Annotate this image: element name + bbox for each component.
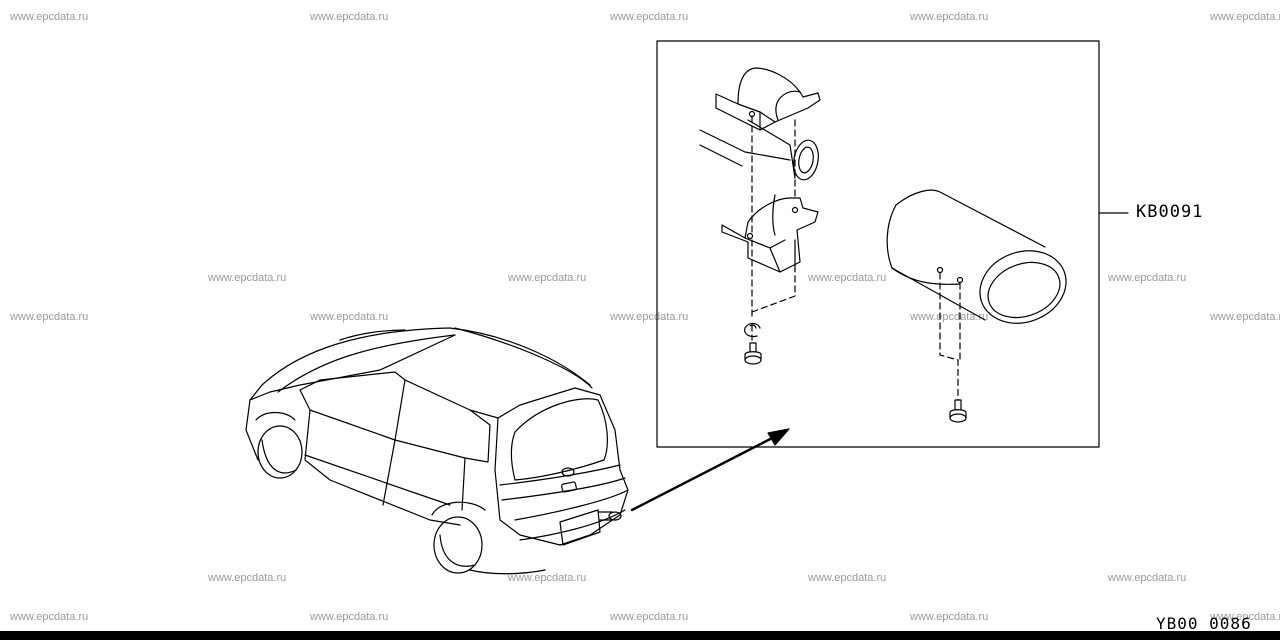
detail-frame bbox=[656, 40, 1100, 448]
watermark: www.epcdata.ru bbox=[610, 11, 689, 23]
pipe-section-part bbox=[699, 119, 819, 181]
watermark: www.epcdata.ru bbox=[1108, 272, 1187, 284]
bolt-right-icon bbox=[949, 399, 967, 423]
leader-arrow bbox=[630, 428, 790, 512]
diagram-code: YB00 0086 bbox=[1156, 614, 1252, 633]
bolt-left-icon bbox=[744, 342, 762, 365]
bottom-border-bar bbox=[0, 631, 1280, 640]
part-callout-label: KB0091 bbox=[1136, 202, 1204, 222]
clamp-upper-part bbox=[715, 67, 821, 131]
clamp-lower-part bbox=[721, 194, 819, 273]
watermark: www.epcdata.ru bbox=[310, 611, 389, 623]
watermark: www.epcdata.ru bbox=[610, 311, 689, 323]
watermark: www.epcdata.ru bbox=[508, 572, 587, 584]
watermark: www.epcdata.ru bbox=[10, 11, 89, 23]
watermark: www.epcdata.ru bbox=[208, 272, 287, 284]
watermark: www.epcdata.ru bbox=[910, 11, 989, 23]
watermark: www.epcdata.ru bbox=[10, 311, 89, 323]
exhaust-finisher-part bbox=[886, 189, 1067, 401]
watermark: www.epcdata.ru bbox=[808, 272, 887, 284]
watermark: www.epcdata.ru bbox=[1210, 311, 1280, 323]
watermark: www.epcdata.ru bbox=[1108, 572, 1187, 584]
watermark: www.epcdata.ru bbox=[310, 311, 389, 323]
watermark: www.epcdata.ru bbox=[808, 572, 887, 584]
watermark: www.epcdata.ru bbox=[1210, 11, 1280, 23]
watermark: www.epcdata.ru bbox=[208, 572, 287, 584]
vehicle-illustration bbox=[245, 327, 629, 575]
washer-icon bbox=[744, 322, 761, 338]
watermark: www.epcdata.ru bbox=[1210, 611, 1280, 623]
watermark: www.epcdata.ru bbox=[910, 611, 989, 623]
watermark: www.epcdata.ru bbox=[508, 272, 587, 284]
watermark: www.epcdata.ru bbox=[310, 11, 389, 23]
assembly-guide-lines bbox=[751, 115, 796, 341]
watermark: www.epcdata.ru bbox=[10, 611, 89, 623]
watermark: www.epcdata.ru bbox=[610, 611, 689, 623]
watermark: www.epcdata.ru bbox=[910, 311, 989, 323]
